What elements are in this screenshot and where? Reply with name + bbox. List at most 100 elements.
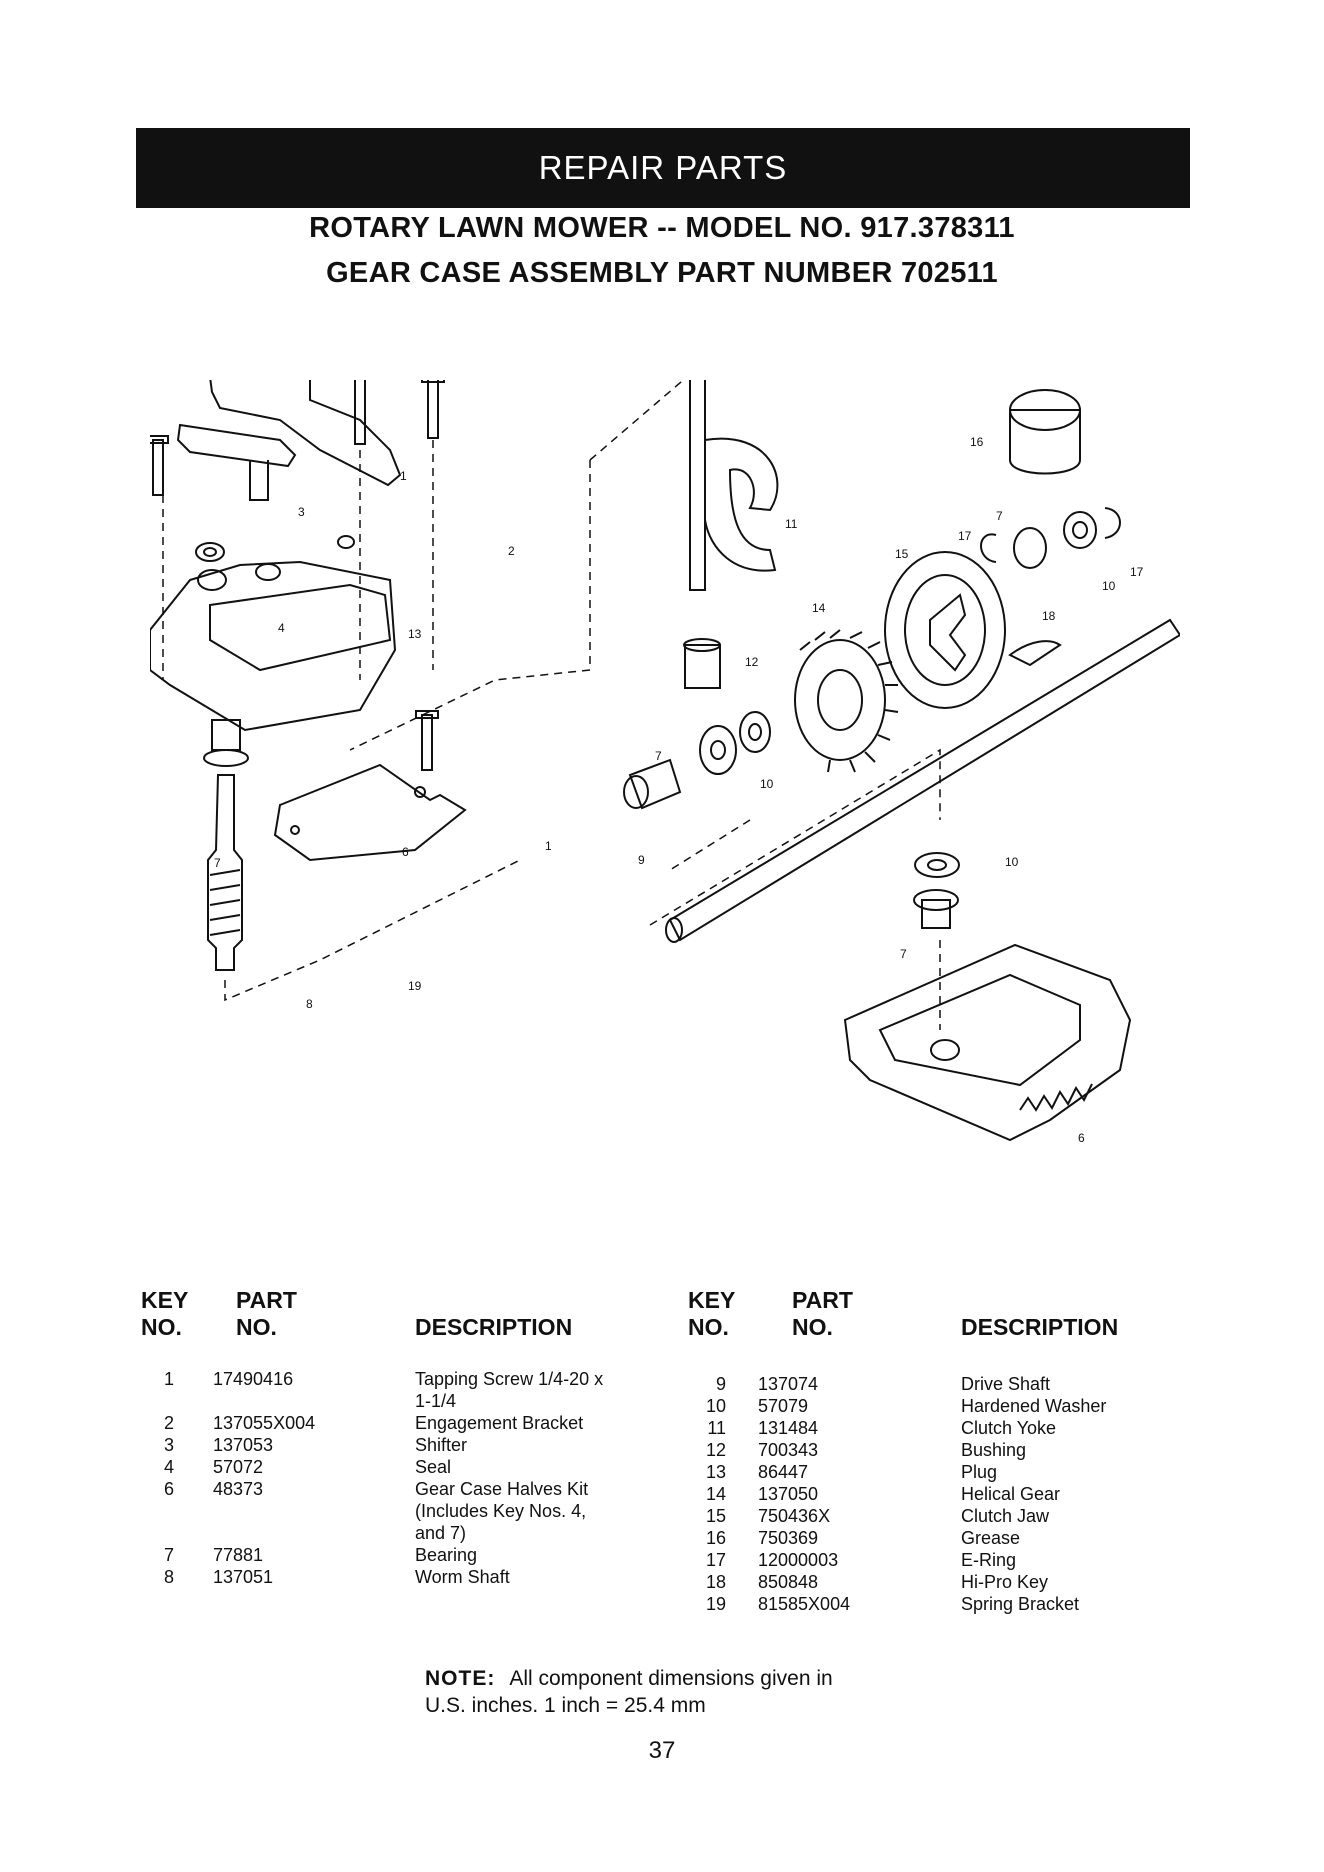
left-parts-list: 1 17490416 Tapping Screw 1/4-20 x 1-1/4 … xyxy=(0,1368,700,1608)
key-no: 17 xyxy=(705,1550,726,1570)
callout-6a: 6 xyxy=(402,845,409,859)
description: Bearing xyxy=(415,1545,478,1565)
engagement-bracket-drawing xyxy=(209,380,402,487)
drive-shaft-drawing xyxy=(668,618,1180,942)
callout-2: 2 xyxy=(508,544,515,558)
key-no: 13 xyxy=(705,1462,726,1482)
part-no: 137053 xyxy=(213,1435,274,1455)
part-no: 12000003 xyxy=(758,1550,839,1570)
part-no: 57079 xyxy=(758,1396,809,1416)
description: Helical Gear xyxy=(961,1484,1061,1504)
callout-8: 8 xyxy=(306,997,313,1011)
key-no: 3 xyxy=(163,1435,174,1455)
e-ring-drawing xyxy=(980,533,997,563)
tapping-screw-drawing xyxy=(150,380,445,771)
callout-15: 15 xyxy=(895,547,909,561)
part-no: 81585X004 xyxy=(758,1594,851,1614)
key-no: 19 xyxy=(705,1594,726,1614)
description: Hardened Washer xyxy=(961,1396,1107,1416)
description: Plug xyxy=(961,1462,998,1482)
callout-14: 14 xyxy=(812,601,826,615)
page-number: 37 xyxy=(648,1737,676,1764)
part-no: 850848 xyxy=(758,1572,819,1592)
description: Seal xyxy=(415,1457,452,1477)
part-no: 700343 xyxy=(758,1440,819,1460)
key-no: 11 xyxy=(707,1418,726,1438)
part-no: 137050 xyxy=(758,1484,819,1504)
spring-bracket-drawing xyxy=(273,763,467,862)
grease-cap-drawing xyxy=(1009,409,1081,475)
description: Clutch Yoke xyxy=(961,1418,1057,1438)
callout-6b: 6 xyxy=(1078,1131,1085,1145)
description: Worm Shaft xyxy=(415,1567,510,1587)
callout-10b: 10 xyxy=(1102,579,1116,593)
key-no: 15 xyxy=(705,1506,726,1526)
part-no: 750369 xyxy=(758,1528,819,1548)
callout-4: 4 xyxy=(278,621,285,635)
banner-title: REPAIR PARTS xyxy=(538,149,788,186)
callout-19: 19 xyxy=(408,979,422,993)
note-line1: All component dimensions given in xyxy=(509,1667,833,1690)
callout-7a: 7 xyxy=(214,856,221,870)
assembly-heading: GEAR CASE ASSEMBLY PART NUMBER 702511 xyxy=(326,257,998,289)
repair-parts-banner: REPAIR PARTS xyxy=(136,128,1190,208)
callout-7b: 7 xyxy=(655,749,662,763)
description: 1-1/4 xyxy=(415,1391,457,1411)
exploded-parts-diagram: 1 1 1 2 3 4 6 6 7 7 7 7 8 9 10 10 10 11 … xyxy=(150,380,1180,1145)
key-no: 18 xyxy=(705,1572,726,1592)
description: and 7) xyxy=(415,1523,467,1543)
key-no: 1 xyxy=(163,1369,174,1389)
callout-17a: 17 xyxy=(958,529,972,543)
callout-18: 18 xyxy=(1042,609,1056,623)
seal-drawing xyxy=(195,542,225,562)
key-no: 14 xyxy=(705,1484,726,1504)
part-no: 17490416 xyxy=(213,1369,294,1389)
key-no: 2 xyxy=(163,1413,174,1433)
description: Grease xyxy=(961,1528,1021,1548)
plug-drawing xyxy=(337,535,355,549)
left-description-header: DESCRIPTION xyxy=(415,1314,573,1340)
hi-pro-key-drawing xyxy=(1008,640,1062,667)
shifter-drawing xyxy=(176,423,297,501)
note: NOTE: All component dimensions given in U… xyxy=(425,1665,833,1719)
description: Hi-Pro Key xyxy=(961,1572,1049,1592)
part-no: 137055X004 xyxy=(213,1413,316,1433)
description: E-Ring xyxy=(961,1550,1017,1570)
worm-shaft-drawing xyxy=(207,774,243,971)
callout-13: 13 xyxy=(408,627,422,641)
part-no: 750436X xyxy=(758,1506,831,1526)
part-no: 86447 xyxy=(758,1462,809,1482)
key-no: 10 xyxy=(705,1396,726,1416)
callout-7c: 7 xyxy=(996,509,1003,523)
part-no: 137051 xyxy=(213,1567,274,1587)
callout-17b: 17 xyxy=(1130,565,1144,579)
note-label: NOTE: xyxy=(425,1667,496,1690)
gear-case-lower-drawing xyxy=(843,943,1132,1142)
callout-9: 9 xyxy=(638,853,645,867)
key-no: 16 xyxy=(705,1528,726,1548)
bearing-drawing xyxy=(211,719,241,751)
key-no: 6 xyxy=(163,1479,174,1499)
callout-1c: 1 xyxy=(545,839,552,853)
callout-3: 3 xyxy=(298,505,305,519)
callout-1a: 1 xyxy=(400,469,407,483)
part-no: 131484 xyxy=(758,1418,819,1438)
part-no: 137074 xyxy=(758,1374,819,1394)
key-no: 4 xyxy=(163,1457,174,1477)
bushing-drawing xyxy=(684,644,721,689)
description: Gear Case Halves Kit xyxy=(415,1479,589,1499)
description: Bushing xyxy=(961,1440,1027,1460)
description: Spring Bracket xyxy=(961,1594,1080,1614)
helical-gear-drawing xyxy=(794,639,886,761)
note-line2: U.S. inches. 1 inch = 25.4 mm xyxy=(425,1694,706,1717)
gear-case-upper-drawing xyxy=(150,560,397,732)
callout-10a: 10 xyxy=(760,777,774,791)
callout-11: 11 xyxy=(785,517,798,531)
model-heading: ROTARY LAWN MOWER -- MODEL NO. 917.37831… xyxy=(309,212,1015,244)
part-no: 77881 xyxy=(213,1545,264,1565)
